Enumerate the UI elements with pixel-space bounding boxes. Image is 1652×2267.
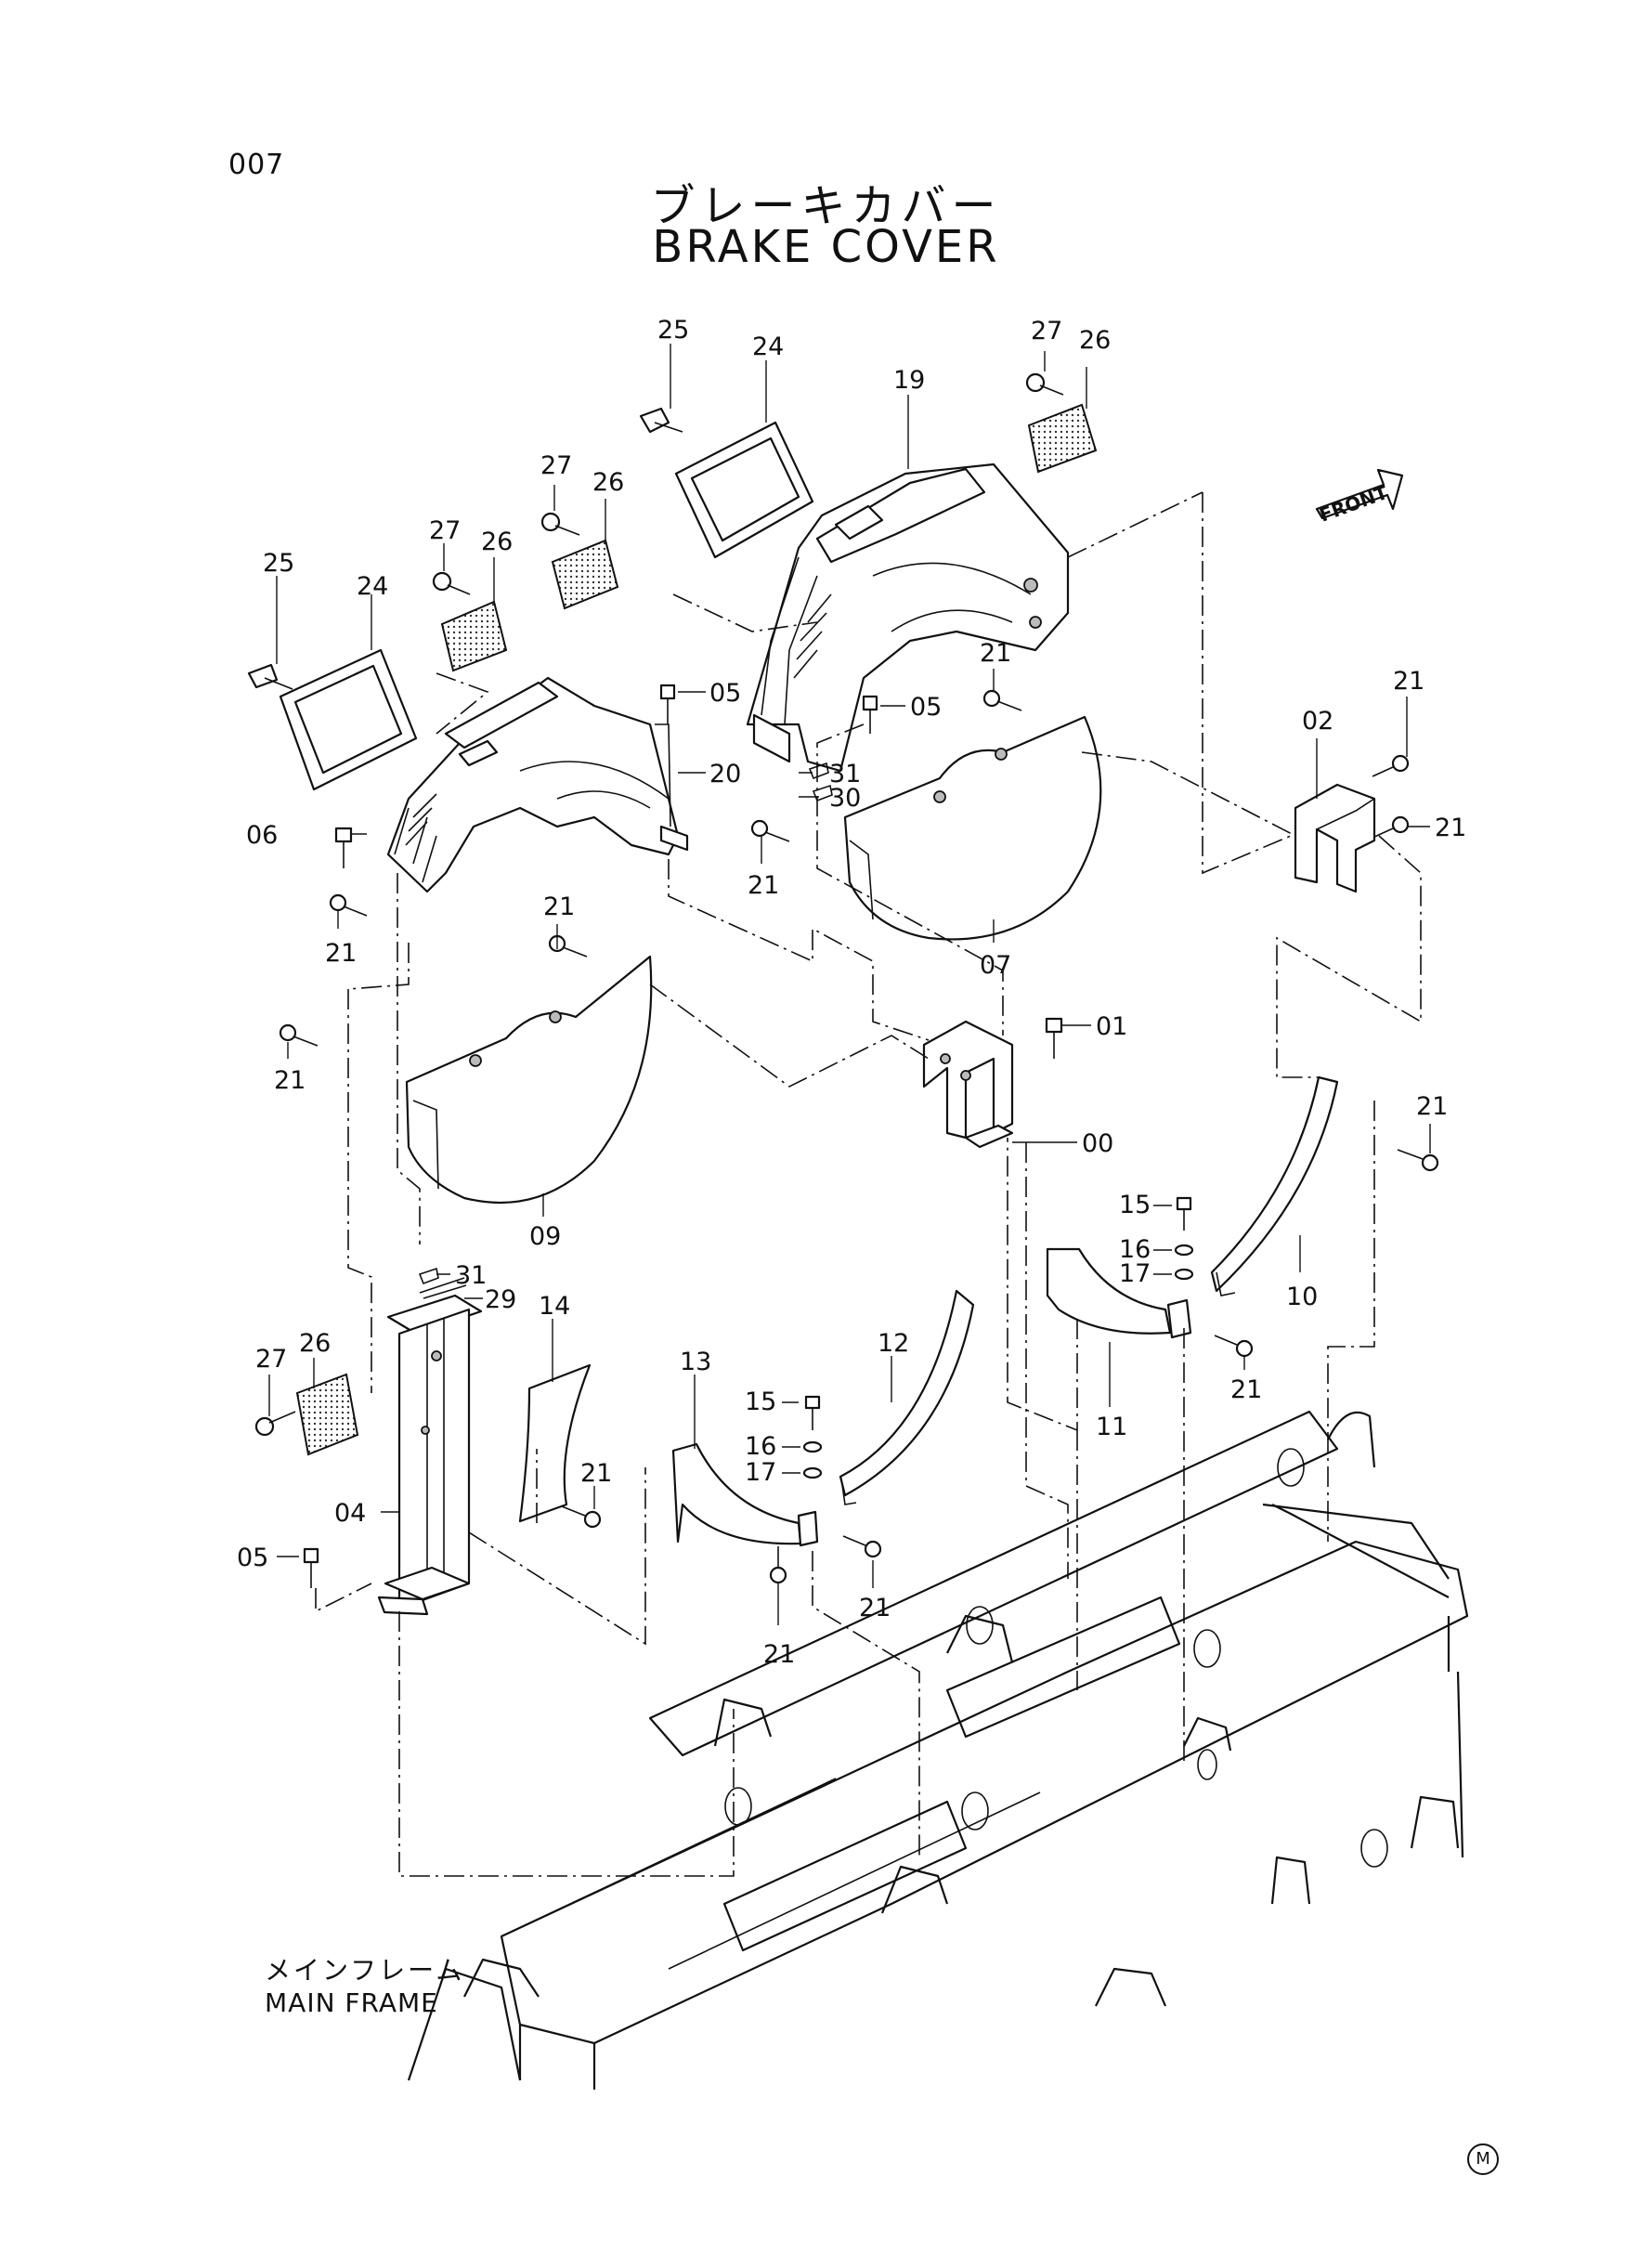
callout-21: 21 [580, 1459, 612, 1488]
callout-31: 31 [455, 1261, 487, 1290]
callout-21: 21 [763, 1640, 795, 1669]
title-english: BRAKE COVER [652, 221, 1000, 273]
part-04-support-post [377, 1294, 483, 1616]
callout-17: 17 [745, 1458, 776, 1487]
callout-26: 26 [592, 468, 624, 497]
callout-21: 21 [1393, 667, 1424, 696]
callout-16: 16 [1119, 1235, 1151, 1264]
callout-16: 16 [745, 1432, 776, 1461]
leader-lines [268, 344, 1431, 1625]
callout-21: 21 [1230, 1375, 1262, 1404]
bolt-icons [247, 372, 1439, 1588]
callout-26: 26 [299, 1329, 331, 1358]
callout-26: 26 [481, 528, 513, 556]
callout-30: 30 [829, 784, 861, 813]
callout-20: 20 [709, 760, 741, 788]
callout-00: 00 [1082, 1129, 1113, 1158]
part-20-brake-cover-left [386, 676, 689, 893]
callout-06: 06 [246, 821, 278, 850]
title-japanese: ブレーキカバー [650, 180, 1002, 232]
callout-25: 25 [263, 549, 294, 578]
part-24-filter-frame-upper [674, 421, 814, 559]
part-10-arc-plate [1210, 1075, 1339, 1296]
callout-21: 21 [1435, 814, 1466, 842]
part-12-arc-plate [839, 1289, 975, 1505]
part-26-perforated-cover-c [440, 600, 508, 672]
callout-05: 05 [237, 1544, 268, 1572]
callout-05: 05 [910, 693, 942, 722]
callout-27: 27 [540, 451, 572, 480]
part-07-semicircle-cover [843, 715, 1102, 941]
callout-01: 01 [1096, 1012, 1127, 1041]
callout-27: 27 [1031, 317, 1062, 345]
callout-15: 15 [1119, 1191, 1151, 1219]
part-14-plate [518, 1363, 592, 1523]
corner-mark-icon: M [1467, 2143, 1499, 2175]
page-number: 007 [228, 149, 285, 181]
callout-27: 27 [429, 516, 461, 545]
callout-21: 21 [748, 871, 779, 900]
callout-05: 05 [709, 679, 741, 708]
callout-07: 07 [980, 951, 1011, 980]
callout-21: 21 [274, 1066, 306, 1095]
part-26-perforated-cover-b [551, 539, 619, 610]
part-11-arc-plate [1046, 1247, 1192, 1339]
callout-19: 19 [893, 366, 925, 395]
part-00-bracket [922, 1020, 1014, 1149]
front-label: FRONT [1317, 481, 1391, 527]
callout-labels: 25 24 19 27 26 27 26 27 26 25 24 05 05 2… [237, 316, 1466, 1669]
callout-12: 12 [878, 1329, 909, 1358]
callout-27: 27 [255, 1345, 287, 1374]
callout-24: 24 [357, 572, 388, 601]
part-26-perforated-cover-a [1027, 403, 1098, 474]
part-26-perforated-cover-d [295, 1373, 359, 1456]
callout-26: 26 [1079, 326, 1111, 355]
callout-13: 13 [680, 1348, 711, 1376]
main-frame-label-japanese: メインフレーム [265, 1955, 465, 1986]
callout-24: 24 [752, 332, 784, 361]
callout-17: 17 [1119, 1259, 1151, 1288]
callout-29: 29 [485, 1285, 516, 1314]
callout-10: 10 [1286, 1283, 1318, 1311]
callout-21: 21 [980, 639, 1011, 668]
alignment-lines [315, 491, 1422, 1877]
callout-21: 21 [543, 892, 575, 921]
callout-11: 11 [1096, 1413, 1127, 1441]
part-24-filter-frame-lower [279, 648, 418, 791]
main-frame-label-english: MAIN FRAME [265, 1987, 438, 2018]
part-19-brake-cover-right [746, 463, 1070, 773]
callout-09: 09 [529, 1222, 561, 1251]
callout-31: 31 [829, 760, 861, 788]
part-09-semicircle-cover [405, 955, 653, 1205]
part-13-arc-plate [671, 1442, 819, 1547]
front-arrow-icon: FRONT [1315, 468, 1404, 527]
callout-21: 21 [859, 1594, 891, 1622]
callout-15: 15 [745, 1388, 776, 1416]
callout-21: 21 [325, 939, 357, 968]
main-frame [407, 1410, 1469, 2090]
callout-21: 21 [1416, 1092, 1448, 1121]
callout-25: 25 [657, 316, 689, 345]
callout-02: 02 [1302, 707, 1333, 736]
callout-04: 04 [334, 1499, 366, 1528]
part-02-bracket [1294, 783, 1376, 893]
callout-14: 14 [539, 1292, 570, 1321]
